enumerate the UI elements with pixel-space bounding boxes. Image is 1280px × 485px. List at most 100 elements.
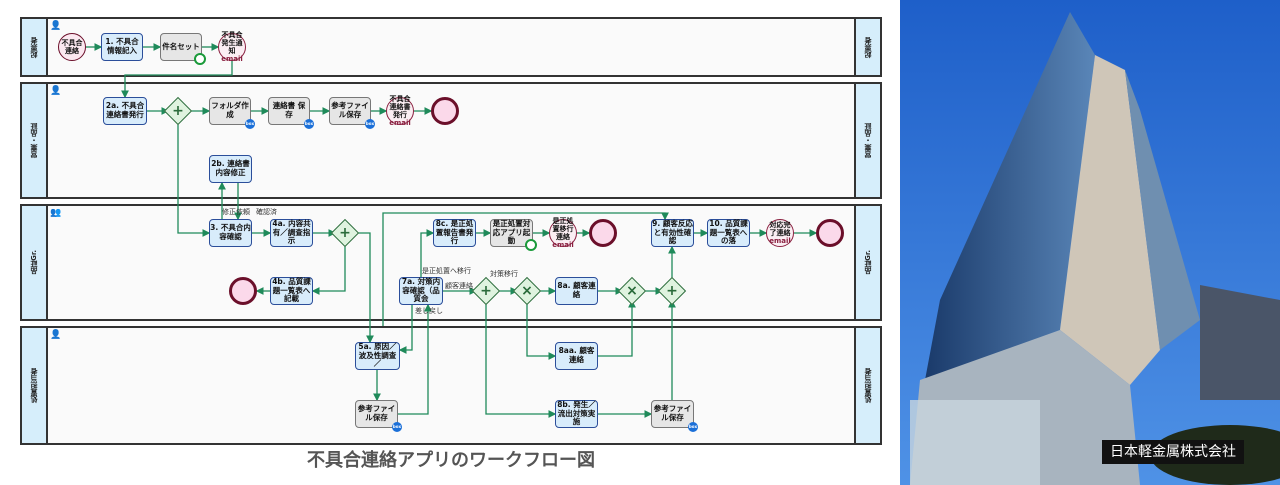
end-event[interactable]: [589, 219, 617, 247]
task-node[interactable]: 8c. 是正処置報告書発行: [433, 219, 476, 247]
task-node[interactable]: 8aa. 顧客連絡: [555, 342, 598, 370]
node-label: 連絡書 保存: [272, 101, 306, 119]
node-label: 8b. 発生／流出対策実施: [557, 400, 596, 427]
sequence-flow: [398, 305, 413, 354]
lane-header: 営業・品証: [22, 84, 48, 197]
task-node[interactable]: 8b. 発生／流出対策実施: [555, 400, 598, 428]
node-label: 8a. 顧客連絡: [557, 281, 596, 299]
sequence-flow: [382, 212, 669, 326]
email-label: email: [389, 119, 411, 127]
lane-handler: 処置担当者 👤 処置担当者: [20, 326, 882, 445]
sequence-flow: [598, 299, 636, 357]
node-label: 不具合発生通知: [221, 31, 243, 55]
person-icon: 👤: [50, 21, 62, 31]
node-label: 5a. 原因／波及性調査／: [358, 342, 397, 369]
node-label: 参考ファイル保存: [357, 404, 396, 422]
plus-icon: +: [172, 103, 184, 119]
task-node[interactable]: 3. 不具合内容確認: [209, 219, 252, 247]
node-label: 件名セット: [162, 41, 200, 51]
node-label: 1. 不具合情報記入: [105, 37, 139, 55]
sequence-flow: [311, 243, 346, 295]
sequence-flow: [420, 229, 435, 277]
task-node[interactable]: 4a. 内容共有／調査指示: [270, 219, 313, 247]
diagram-caption: 不具合連絡アプリのワークフロー図: [307, 450, 595, 471]
task-node[interactable]: 9. 顧客反応と有効性確認: [651, 219, 694, 247]
task-node[interactable]: 2a. 不具合連絡書発行: [103, 97, 147, 125]
node-label: 7a. 対策内容確認（品質会: [401, 277, 441, 304]
start-event[interactable]: 不具合連絡: [58, 33, 86, 61]
sequence-flow: [485, 301, 557, 418]
person-icon: 👤: [50, 86, 62, 96]
node-label: 不具合連絡書発行: [389, 95, 411, 119]
app-icon: [525, 239, 537, 251]
sequence-flow: [355, 232, 374, 344]
task-node[interactable]: 5a. 原因／波及性調査／: [355, 342, 400, 370]
node-label: 8aa. 顧客連絡: [558, 346, 595, 364]
task-node[interactable]: 7a. 対策内容確認（品質会: [399, 277, 443, 305]
node-label: 2b. 連絡書内容修正: [211, 159, 250, 177]
photo-caption: 日本軽金属株式会社: [1102, 440, 1244, 464]
plus-icon: +: [666, 283, 678, 299]
end-event[interactable]: [816, 219, 844, 247]
edge-label: 差し戻し: [415, 307, 443, 315]
task-node[interactable]: 8a. 顧客連絡: [555, 277, 598, 305]
node-label: 参考ファイル保存: [653, 404, 692, 422]
task-node[interactable]: 2b. 連絡書内容修正: [209, 155, 252, 183]
node-label: 9. 顧客反応と有効性確認: [652, 219, 693, 246]
node-label: 参考ファイル保存: [331, 101, 369, 119]
sequence-flow: [526, 301, 557, 360]
node-label: 4b. 品質課題一覧表へ記載: [272, 277, 311, 304]
node-label: 是正処置対応アプリ起動: [492, 219, 531, 246]
sequence-flow: [177, 121, 211, 237]
lane-header-right: 品証Gr.: [854, 206, 880, 319]
group-icon: 👥: [50, 208, 62, 218]
sequence-flow: [398, 303, 432, 415]
node-label: 10. 品質課題一覧表への落: [709, 219, 748, 246]
sequence-flow: [121, 61, 233, 99]
node-label: 3. 不具合内容確認: [210, 223, 251, 241]
lane-header: 処置担当者: [22, 328, 48, 443]
task-node[interactable]: 1. 不具合情報記入: [101, 33, 143, 61]
box-icon: box: [304, 119, 314, 129]
lane-header-right: 営業・品証: [854, 84, 880, 197]
box-icon: box: [245, 119, 255, 129]
task-node[interactable]: 10. 品質課題一覧表への落: [707, 219, 750, 247]
box-icon: box: [392, 422, 402, 432]
plus-icon: +: [480, 283, 492, 299]
end-event[interactable]: [229, 277, 257, 305]
email-label: email: [221, 55, 243, 63]
edge-label: 顧客連絡: [445, 282, 473, 290]
box-icon: box: [365, 119, 375, 129]
node-label: 対応完了連絡: [769, 221, 791, 237]
box-icon: box: [688, 422, 698, 432]
edge-label: 是正処置へ移行: [422, 267, 471, 275]
lane-header-right: 処置担当者: [854, 328, 880, 443]
task-node[interactable]: 4b. 品質課題一覧表へ記載: [270, 277, 313, 305]
building-photo: [900, 0, 1280, 485]
edge-label: 対策移行: [490, 270, 518, 278]
lane-header: 起票者: [22, 19, 48, 75]
node-label: 2a. 不具合連絡書発行: [105, 101, 145, 119]
email-label: email: [769, 237, 791, 245]
node-label: フォルダ作成: [211, 101, 249, 119]
node-label: 是正処置移行連絡: [552, 217, 574, 241]
x-icon: ×: [626, 283, 638, 299]
node-label: 不具合連絡: [61, 39, 83, 55]
x-icon: ×: [521, 283, 533, 299]
service-task-node[interactable]: 是正処置対応アプリ起動: [490, 219, 537, 251]
node-label: 4a. 内容共有／調査指示: [272, 219, 311, 246]
service-task-node[interactable]: 件名セット: [160, 33, 206, 65]
email-label: email: [552, 241, 574, 249]
person-icon: 👤: [50, 330, 62, 340]
end-event[interactable]: [431, 97, 459, 125]
node-label: 8c. 是正処置報告書発行: [435, 219, 474, 246]
